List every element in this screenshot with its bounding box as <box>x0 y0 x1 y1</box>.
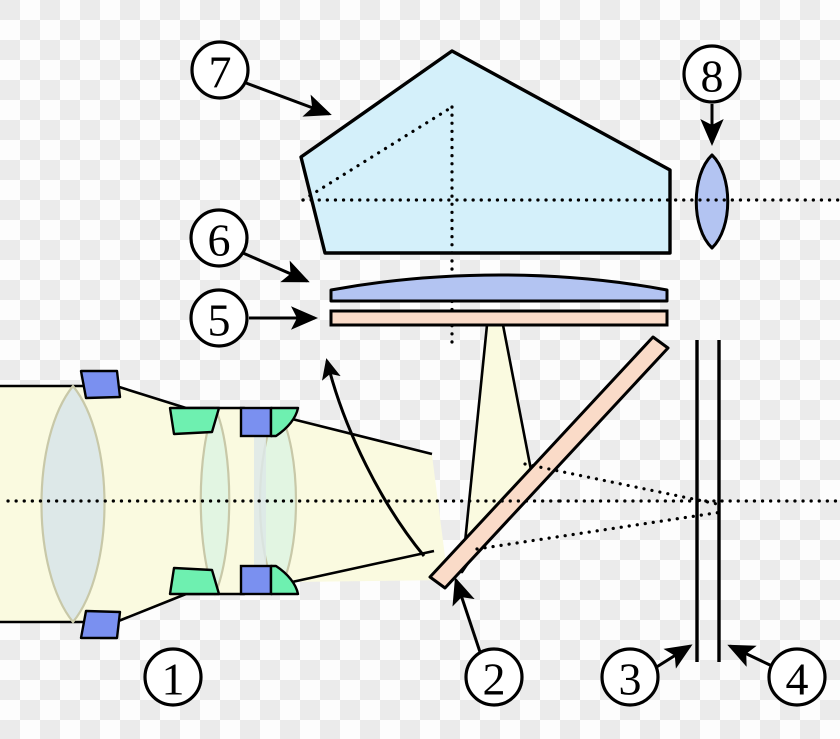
pentaprism-body[interactable] <box>299 49 672 255</box>
callout-4-label: 4 <box>786 654 809 705</box>
callout-6-label: 6 <box>208 215 231 266</box>
callout-7-circle[interactable] <box>190 40 250 100</box>
callout-3[interactable]: 3 <box>600 647 660 707</box>
optical-axis <box>6 198 840 503</box>
ray-lower <box>475 510 724 551</box>
mount-rear-bottom-blue[interactable] <box>239 564 273 596</box>
mount-mid-top[interactable] <box>168 406 221 436</box>
callout-6-circle[interactable] <box>189 208 249 268</box>
callout-7[interactable]: 7 <box>190 40 250 100</box>
focusing-screen-body[interactable] <box>329 309 669 327</box>
mount-rear-top-green[interactable] <box>269 406 300 438</box>
callout-4[interactable]: 4 <box>767 647 827 707</box>
callout-1[interactable]: 1 <box>143 647 203 707</box>
callout-2[interactable]: 2 <box>464 647 524 707</box>
callout-8-label: 8 <box>701 51 724 102</box>
pentaprism-dotted-diagonal <box>301 105 454 202</box>
ray-upper <box>523 462 724 507</box>
mount-front-top[interactable] <box>79 369 122 400</box>
leader-2 <box>452 577 482 653</box>
callout-1-label: 1 <box>162 654 185 705</box>
reflex-mirror-body[interactable] <box>428 335 670 590</box>
leader-7 <box>245 81 332 117</box>
reflected-light-path-arrow <box>321 358 426 557</box>
mount-rear-top-blue[interactable] <box>239 406 273 438</box>
eyepiece-lens[interactable] <box>694 153 730 250</box>
callout-2-circle[interactable] <box>464 647 524 707</box>
callout-7-label: 7 <box>209 47 232 98</box>
mount-mid-bottom[interactable] <box>168 566 221 596</box>
mount-front-bottom[interactable] <box>79 609 122 640</box>
leader-6 <box>242 251 310 283</box>
pentaprism[interactable] <box>299 49 672 347</box>
callout-3-label: 3 <box>619 654 642 705</box>
callout-5-circle[interactable] <box>189 288 249 348</box>
callout-leaders <box>242 81 773 670</box>
callout-8[interactable]: 8 <box>682 44 742 104</box>
callout-3-circle[interactable] <box>600 647 660 707</box>
reflex-mirror[interactable] <box>428 335 670 590</box>
leader-3 <box>654 644 693 670</box>
callout-4-circle[interactable] <box>767 647 827 707</box>
condenser-lens[interactable] <box>329 273 669 303</box>
callout-8-circle[interactable] <box>682 44 742 104</box>
callout-2-label: 2 <box>483 654 506 705</box>
callout-6[interactable]: 6 <box>189 208 249 268</box>
condenser-lens-body[interactable] <box>329 273 669 303</box>
objective-front-glass <box>40 384 106 624</box>
objective-lens <box>40 369 300 640</box>
leader-4 <box>727 644 773 668</box>
eyepiece-lens-body[interactable] <box>694 153 730 250</box>
focusing-screen[interactable] <box>329 309 669 327</box>
callout-1-circle[interactable] <box>143 647 203 707</box>
callout-5[interactable]: 5 <box>189 288 249 348</box>
mount-rear-bottom-green[interactable] <box>269 564 300 596</box>
callout-5-label: 5 <box>208 295 231 346</box>
converging-rays <box>475 462 840 551</box>
